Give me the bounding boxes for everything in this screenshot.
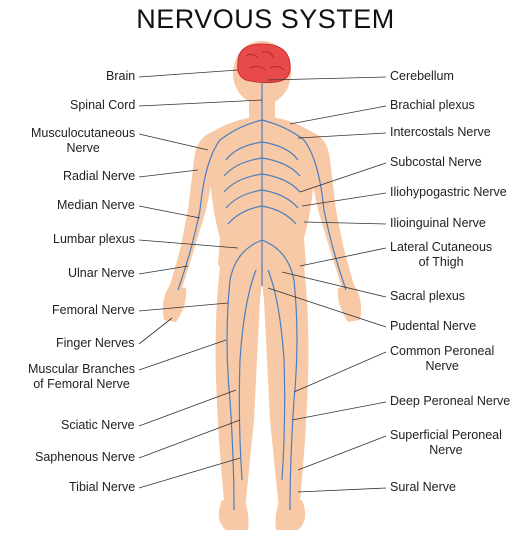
label-brain: Brain (106, 69, 135, 84)
label-median: Median Nerve (57, 198, 135, 213)
label-lumbar-plexus: Lumbar plexus (53, 232, 135, 247)
label-radial: Radial Nerve (63, 169, 135, 184)
leader-finger (139, 318, 172, 344)
label-muscular-branches-line-2: of Femoral Nerve (28, 377, 135, 392)
label-sural: Sural Nerve (390, 480, 456, 495)
brain-icon (238, 44, 291, 83)
label-spinal-cord: Spinal Cord (70, 98, 135, 113)
label-pudental: Pudental Nerve (390, 319, 476, 334)
label-musculocutaneous-line-1: Musculocutaneous (31, 126, 135, 141)
label-muscular-branches-line-1: Muscular Branches (28, 362, 135, 377)
leader-musculocutaneous (139, 134, 208, 150)
label-finger: Finger Nerves (56, 336, 135, 351)
label-ilioinguinal: Ilioinguinal Nerve (390, 216, 486, 231)
leader-radial (139, 170, 198, 177)
leader-sural (298, 488, 386, 492)
label-iliohypogastric: Iliohypogastric Nerve (390, 185, 507, 200)
label-lateral-cutaneous-line-1: Lateral Cutaneous (390, 240, 492, 255)
label-sacral-plexus: Sacral plexus (390, 289, 465, 304)
leader-brain (139, 70, 238, 77)
label-saphenous: Saphenous Nerve (35, 450, 135, 465)
label-intercostals: Intercostals Nerve (390, 125, 491, 140)
label-superficial-peroneal-line-2: Nerve (390, 443, 502, 458)
label-brachial-plexus: Brachial plexus (390, 98, 475, 113)
label-musculocutaneous-line-2: Nerve (31, 141, 135, 156)
leader-brachial-plexus (290, 106, 386, 124)
leader-ilioinguinal (304, 222, 386, 224)
label-common-peroneal-line-1: Common Peroneal (390, 344, 494, 359)
label-femoral: Femoral Nerve (52, 303, 135, 318)
leader-spinal-cord (139, 100, 262, 106)
label-cerebellum: Cerebellum (390, 69, 454, 84)
leader-iliohypogastric (302, 193, 386, 206)
leader-muscular-branches (139, 340, 226, 370)
label-subcostal: Subcostal Nerve (390, 155, 482, 170)
label-tibial: Tibial Nerve (69, 480, 135, 495)
label-deep-peroneal: Deep Peroneal Nerve (390, 394, 510, 409)
label-common-peroneal-line-2: Nerve (390, 359, 494, 374)
label-lateral-cutaneous-line-2: of Thigh (390, 255, 492, 270)
label-sciatic: Sciatic Nerve (61, 418, 135, 433)
label-ulnar: Ulnar Nerve (68, 266, 135, 281)
leader-superficial-peroneal (298, 436, 386, 470)
label-superficial-peroneal-line-1: Superficial Peroneal (390, 428, 502, 443)
